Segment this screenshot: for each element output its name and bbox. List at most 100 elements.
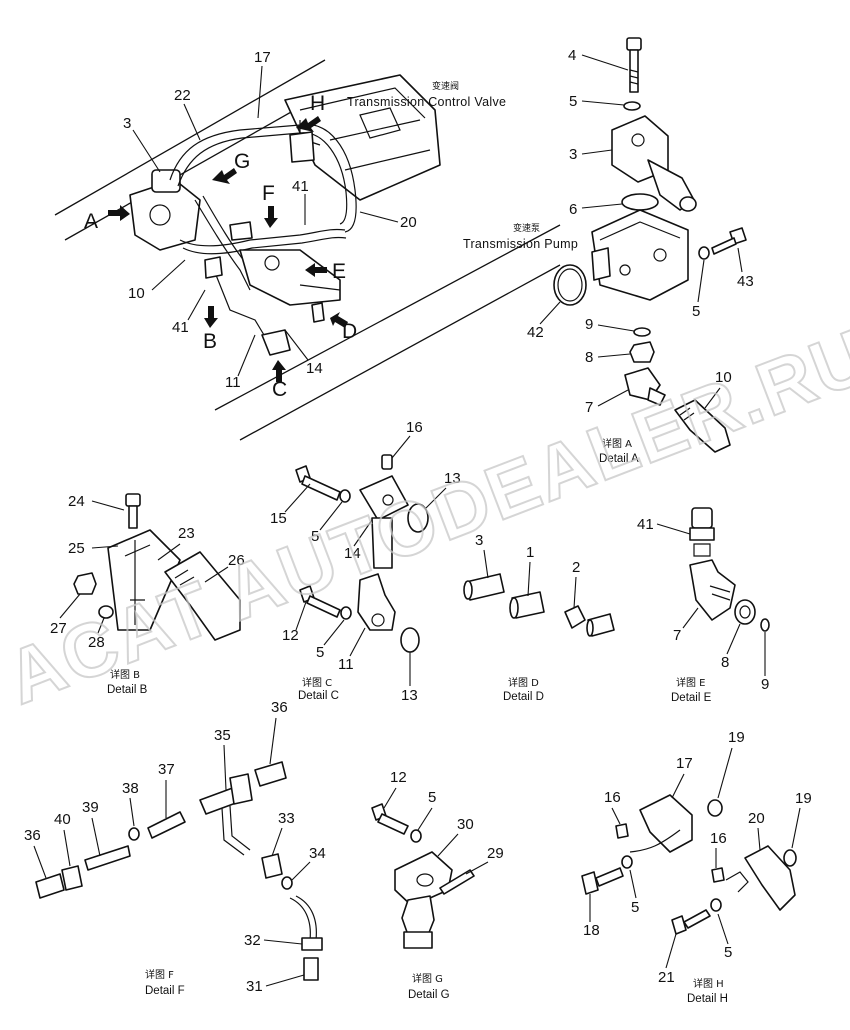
- svg-text:36: 36: [271, 699, 288, 716]
- svg-text:9: 9: [761, 676, 769, 693]
- svg-text:25: 25: [68, 540, 85, 557]
- svg-text:10: 10: [715, 369, 732, 386]
- svg-text:Transmission Pump: Transmission Pump: [463, 237, 578, 251]
- view-arrow-f: F: [262, 182, 278, 228]
- svg-text:41: 41: [292, 178, 309, 195]
- svg-text:Detail A: Detail A: [599, 453, 639, 465]
- svg-text:35: 35: [214, 727, 231, 744]
- svg-text:2: 2: [572, 559, 580, 576]
- svg-text:19: 19: [728, 729, 745, 746]
- svg-text:7: 7: [585, 399, 593, 416]
- svg-text:8: 8: [585, 349, 593, 366]
- svg-text:6: 6: [569, 201, 577, 218]
- view-arrow-b: B: [203, 306, 218, 353]
- svg-text:E: E: [332, 260, 346, 283]
- detail-g: 12 5 30 29 详图 G Detail G: [371, 769, 504, 1001]
- svg-text:A: A: [84, 210, 98, 233]
- svg-text:27: 27: [50, 620, 67, 637]
- svg-text:详图 E: 详图 E: [676, 676, 706, 689]
- pump-label: 变速泵 Transmission Pump: [463, 222, 578, 251]
- svg-text:Detail E: Detail E: [671, 692, 712, 704]
- svg-text:G: G: [234, 150, 250, 173]
- svg-text:13: 13: [401, 687, 418, 704]
- svg-text:5: 5: [724, 944, 732, 961]
- svg-text:18: 18: [583, 922, 600, 939]
- svg-text:24: 24: [68, 493, 85, 510]
- svg-text:16: 16: [604, 789, 621, 806]
- svg-text:42: 42: [527, 324, 544, 341]
- svg-text:3: 3: [569, 146, 577, 163]
- svg-text:11: 11: [338, 656, 354, 673]
- svg-text:36: 36: [24, 827, 41, 844]
- svg-text:5: 5: [428, 789, 436, 806]
- svg-text:41: 41: [172, 319, 189, 336]
- svg-text:4: 4: [568, 47, 576, 64]
- svg-text:26: 26: [228, 552, 245, 569]
- svg-text:23: 23: [178, 525, 195, 542]
- svg-text:5: 5: [692, 303, 700, 320]
- svg-text:详图 H: 详图 H: [693, 977, 724, 990]
- svg-text:5: 5: [311, 528, 319, 545]
- svg-text:Detail H: Detail H: [687, 993, 728, 1005]
- svg-text:Detail B: Detail B: [107, 684, 148, 696]
- svg-text:H: H: [310, 92, 325, 115]
- svg-text:16: 16: [710, 830, 727, 847]
- svg-text:7: 7: [673, 627, 681, 644]
- svg-text:20: 20: [400, 214, 417, 231]
- detail-h: 19 17 16 16 20 19 18 5 21 5 详图 H Detail …: [581, 729, 812, 1005]
- svg-text:17: 17: [676, 755, 693, 772]
- view-arrow-h: H: [296, 92, 325, 132]
- detail-f: 36 40 39 38 37 35 36 33 34 32 31 详图 F De…: [24, 699, 326, 997]
- svg-text:12: 12: [282, 627, 299, 644]
- svg-text:Detail F: Detail F: [145, 985, 185, 997]
- svg-text:10: 10: [128, 285, 145, 302]
- svg-text:变速阀: 变速阀: [432, 80, 459, 92]
- svg-text:Transmission Control Valve: Transmission Control Valve: [347, 95, 506, 109]
- svg-text:3: 3: [475, 532, 483, 549]
- main-callouts: 17 22 3 41 20 10 41 11 14: [123, 49, 417, 391]
- svg-text:15: 15: [270, 510, 287, 527]
- detail-d: 3 1 2 详图 D Detail D: [463, 532, 615, 703]
- svg-text:20: 20: [748, 810, 765, 827]
- svg-text:17: 17: [254, 49, 271, 66]
- svg-text:41: 41: [637, 516, 654, 533]
- svg-text:28: 28: [88, 634, 105, 651]
- svg-text:F: F: [262, 182, 275, 205]
- svg-text:37: 37: [158, 761, 175, 778]
- svg-text:Detail G: Detail G: [408, 989, 450, 1001]
- svg-text:16: 16: [406, 419, 423, 436]
- detail-a: 4 5 3 6 43 5 42 9 8 7 10 详图 A Detail A: [527, 37, 754, 465]
- svg-text:详图 G: 详图 G: [412, 972, 443, 985]
- svg-text:30: 30: [457, 816, 474, 833]
- svg-text:5: 5: [316, 644, 324, 661]
- detail-e: 41 7 8 9 详图 E Detail E: [637, 507, 770, 704]
- svg-text:8: 8: [721, 654, 729, 671]
- svg-text:29: 29: [487, 845, 504, 862]
- svg-text:3: 3: [123, 115, 131, 132]
- svg-text:B: B: [203, 330, 217, 353]
- detail-c: 16 13 15 5 14 12 5 11 13 详图 C Detail C: [270, 419, 461, 704]
- svg-text:38: 38: [122, 780, 139, 797]
- svg-text:39: 39: [82, 799, 99, 816]
- svg-text:5: 5: [569, 93, 577, 110]
- svg-text:33: 33: [278, 810, 295, 827]
- view-arrow-c: C: [272, 360, 287, 401]
- svg-text:5: 5: [631, 899, 639, 916]
- svg-text:19: 19: [795, 790, 812, 807]
- view-arrow-g: G: [212, 150, 250, 184]
- svg-text:14: 14: [344, 545, 361, 562]
- svg-text:详图 F: 详图 F: [145, 968, 174, 981]
- svg-text:详图 D: 详图 D: [508, 676, 539, 689]
- view-arrow-a: A: [84, 205, 130, 233]
- svg-text:9: 9: [585, 316, 593, 333]
- svg-text:13: 13: [444, 470, 461, 487]
- svg-text:变速泵: 变速泵: [513, 222, 540, 234]
- detail-b: 24 25 23 26 27 28 详图 B Detail B: [50, 493, 245, 696]
- svg-text:Detail D: Detail D: [503, 691, 544, 703]
- svg-text:21: 21: [658, 969, 675, 986]
- svg-text:14: 14: [306, 360, 323, 377]
- svg-text:Detail C: Detail C: [298, 690, 339, 702]
- svg-text:详图 C: 详图 C: [302, 676, 332, 689]
